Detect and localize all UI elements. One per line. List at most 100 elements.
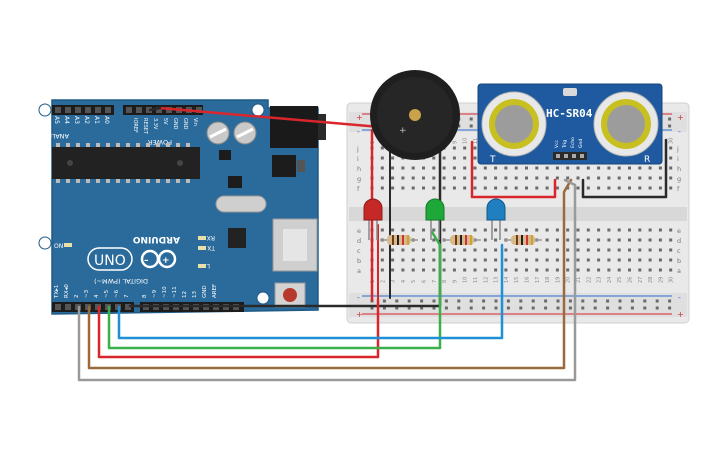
breadboard-hole bbox=[525, 248, 528, 252]
breadboard-hole bbox=[669, 268, 673, 272]
green-led-body bbox=[425, 198, 445, 221]
digital-pin-label: ~11 bbox=[172, 286, 178, 298]
breadboard-hole bbox=[535, 186, 539, 190]
breadboard-hole bbox=[380, 228, 384, 232]
breadboard-hole bbox=[648, 238, 652, 242]
breadboard-hole bbox=[473, 268, 477, 272]
breadboard-hole bbox=[401, 228, 405, 232]
column-number-top: 9 bbox=[452, 141, 458, 144]
breadboard-hole bbox=[545, 176, 549, 180]
digital-pin-label: 12 bbox=[182, 291, 188, 298]
wire-sensor-gnd[interactable] bbox=[581, 138, 668, 199]
analog-pin[interactable] bbox=[95, 107, 101, 113]
breadboard-hole bbox=[638, 166, 642, 170]
wire-pin6-blue-led[interactable] bbox=[117, 243, 504, 340]
digital-pin[interactable] bbox=[65, 304, 71, 310]
blue-led[interactable] bbox=[486, 198, 506, 240]
wire-pin3-red-led[interactable] bbox=[97, 298, 380, 359]
power-pin-label: GND bbox=[172, 118, 178, 130]
resistor-1[interactable] bbox=[380, 235, 418, 245]
rail-hole bbox=[668, 299, 672, 303]
breadboard-hole bbox=[648, 166, 652, 170]
red-led[interactable] bbox=[363, 198, 383, 240]
regulator-tab bbox=[297, 160, 305, 172]
analog-header bbox=[52, 105, 114, 115]
power-pin[interactable] bbox=[126, 107, 132, 113]
breadboard-hole bbox=[452, 228, 456, 232]
sensor-pin[interactable] bbox=[556, 154, 560, 158]
usb-port-inner bbox=[283, 229, 307, 261]
mount-hole-bottom-left bbox=[38, 236, 52, 250]
breadboard-hole bbox=[514, 228, 518, 232]
chip-leg bbox=[176, 179, 180, 183]
piezo-buzzer[interactable]: + bbox=[370, 70, 460, 160]
sensor-pin[interactable] bbox=[572, 154, 576, 158]
bottom-rail-plus-label-right: + bbox=[677, 310, 684, 319]
resistor-2[interactable] bbox=[443, 235, 481, 245]
bottom-rail-plus-label-left: + bbox=[356, 310, 363, 319]
transmitter-mesh bbox=[495, 105, 533, 143]
digital-pin-label: 2 bbox=[74, 295, 80, 299]
digital-pin[interactable] bbox=[55, 304, 61, 310]
breadboard-hole bbox=[628, 268, 631, 272]
breadboard-hole bbox=[432, 186, 436, 190]
power-pin-label: 3.3V bbox=[152, 118, 158, 130]
reset-button-cap[interactable] bbox=[283, 288, 297, 302]
row-letter-right: e bbox=[677, 227, 681, 235]
analog-pin[interactable] bbox=[75, 107, 81, 113]
breadboard-hole bbox=[597, 258, 601, 262]
breadboard-hole bbox=[607, 268, 611, 272]
power-pin[interactable] bbox=[136, 107, 142, 113]
breadboard-hole bbox=[452, 156, 456, 160]
power-pin[interactable] bbox=[156, 107, 162, 113]
chip-leg bbox=[56, 179, 60, 183]
arduino-brand-label: ARDUINO bbox=[132, 234, 180, 244]
analog-pin[interactable] bbox=[85, 107, 91, 113]
column-number-bottom: 14 bbox=[504, 277, 510, 283]
arduino-logo: UNO – + ARDUINO bbox=[87, 234, 180, 271]
row-letter-right: b bbox=[677, 257, 681, 265]
column-number-bottom: 16 bbox=[525, 277, 531, 283]
wire-pin2-echo[interactable] bbox=[87, 178, 573, 370]
analog-pin[interactable] bbox=[65, 107, 71, 113]
breadboard-hole bbox=[442, 248, 446, 252]
rail-hole bbox=[519, 306, 523, 310]
rail-hole bbox=[469, 306, 473, 310]
analog-pin[interactable] bbox=[55, 107, 61, 113]
chip-leg bbox=[86, 179, 90, 183]
power-pin-label: Vin bbox=[192, 118, 198, 126]
analog-pin[interactable] bbox=[105, 107, 111, 113]
breadboard-hole bbox=[586, 268, 590, 272]
power-pin[interactable] bbox=[196, 107, 202, 113]
rail-hole bbox=[531, 299, 535, 303]
leds bbox=[363, 198, 506, 240]
column-number-bottom: 12 bbox=[483, 277, 489, 283]
breadboard-hole bbox=[555, 228, 559, 232]
wire-5v-to-rail[interactable] bbox=[158, 106, 382, 129]
wire-pin1-trig[interactable] bbox=[77, 178, 577, 382]
resistor-3-band-2 bbox=[521, 235, 523, 245]
breadboard-hole bbox=[483, 228, 487, 232]
column-number-bottom: 22 bbox=[586, 277, 592, 283]
digital-pin[interactable] bbox=[125, 304, 131, 310]
breadboard-hole bbox=[452, 176, 456, 180]
breadboard-hole bbox=[607, 186, 611, 190]
sensor-pin[interactable] bbox=[580, 154, 584, 158]
wire-pin5-green-led[interactable] bbox=[107, 230, 442, 350]
sensor-pin[interactable] bbox=[564, 154, 568, 158]
breadboard-hole bbox=[597, 248, 601, 252]
wire-gnd-stub[interactable] bbox=[148, 106, 162, 112]
green-led[interactable] bbox=[425, 198, 445, 240]
breadboard-hole bbox=[504, 166, 508, 170]
wire-sensor-vcc[interactable] bbox=[470, 140, 557, 199]
sensor-pin-dots bbox=[556, 154, 584, 158]
resistor-3[interactable] bbox=[504, 235, 542, 245]
resistor-1-band-3 bbox=[402, 235, 404, 245]
breadboard-hole bbox=[617, 186, 621, 190]
breadboard-hole bbox=[597, 186, 601, 190]
column-number-bottom: 4 bbox=[401, 280, 407, 283]
column-number-bottom: 9 bbox=[452, 280, 458, 283]
column-number-bottom: 17 bbox=[535, 277, 541, 283]
